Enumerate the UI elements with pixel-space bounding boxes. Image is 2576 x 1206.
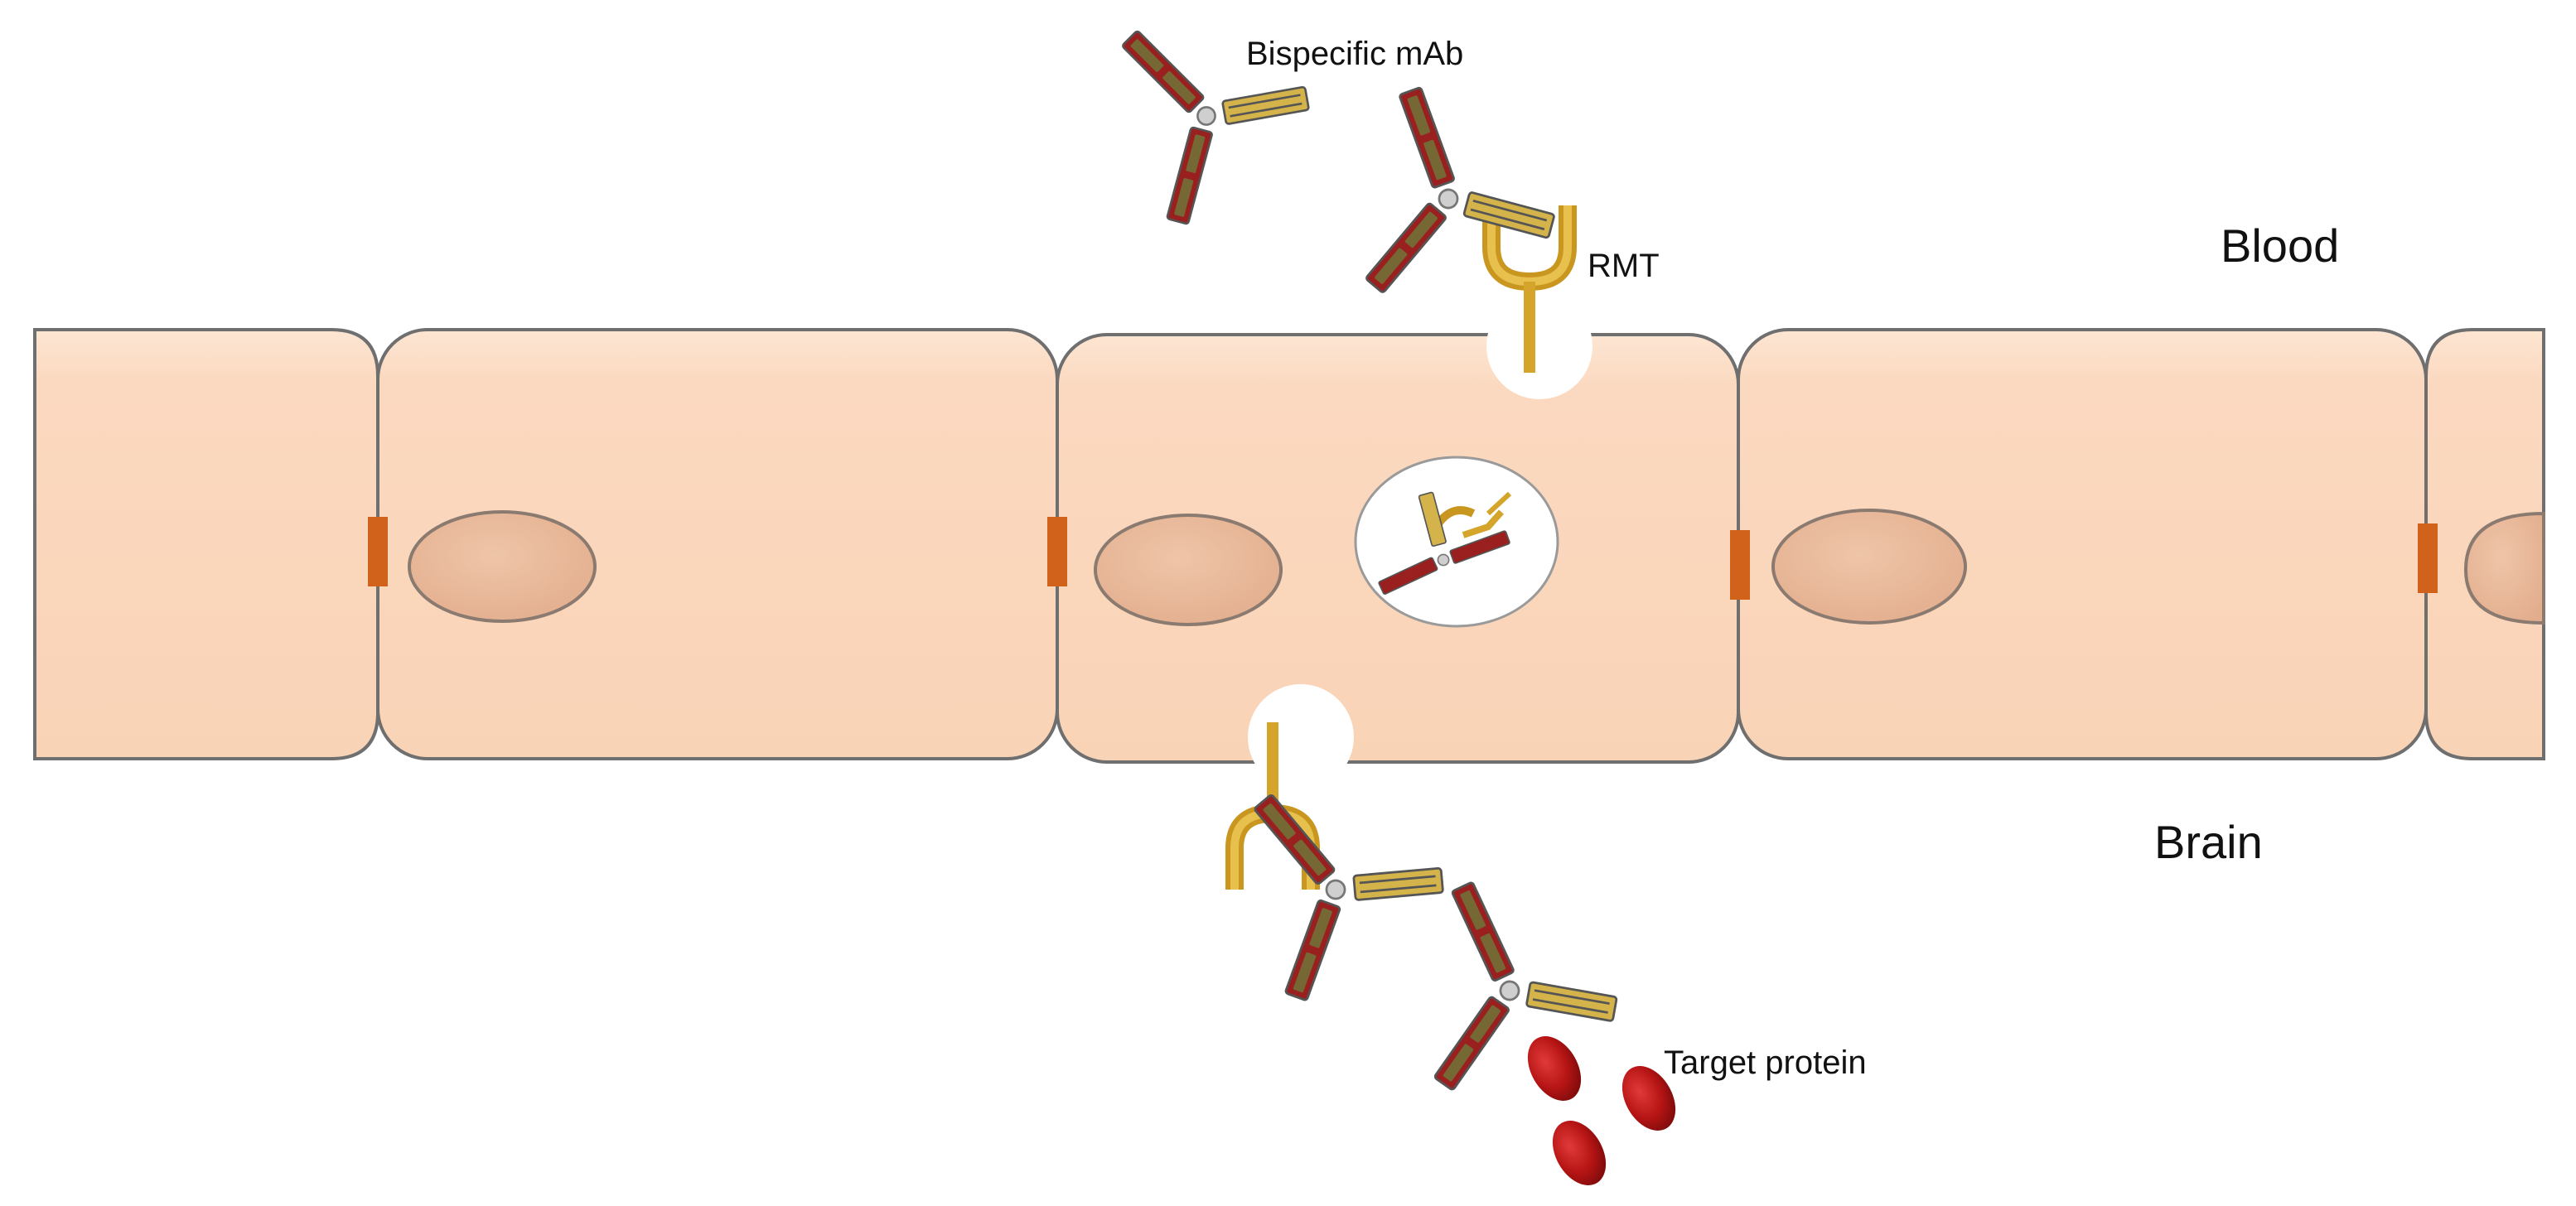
tight-junction-icon [368, 517, 388, 586]
receptor-label: RMT [1588, 248, 1660, 284]
tight-junction-icon [1730, 530, 1750, 600]
membrane-pit-bottom [1248, 684, 1354, 790]
endothelial-cell [33, 328, 379, 760]
nucleus-icon [1771, 509, 1967, 625]
nuclei [408, 509, 2545, 626]
bispecific-antibody-icon [1416, 877, 1634, 1117]
blood-label: Blood [2221, 219, 2339, 272]
tight-junction-icon [1047, 517, 1067, 586]
target-protein-icon [1527, 1036, 1582, 1101]
nucleus-icon [2463, 511, 2545, 625]
target-protein-icon [1621, 1066, 1676, 1131]
endocytic-vesicle [1354, 456, 1559, 628]
nucleus-icon [408, 510, 597, 623]
bispecific-antibody-icon [1251, 779, 1453, 1006]
antibody-label: Bispecific mAb [1246, 36, 1463, 72]
target-protein-icon [1552, 1121, 1607, 1185]
nucleus-icon [1094, 514, 1283, 626]
membrane-pit-top [1486, 293, 1592, 399]
target-label: Target protein [1664, 1044, 1867, 1081]
target-proteins [1527, 1036, 1676, 1185]
endothelial-cell-layer [33, 328, 2545, 764]
tight-junctions [368, 517, 2438, 600]
brain-label: Brain [2154, 816, 2263, 868]
tight-junction-icon [2418, 523, 2438, 593]
